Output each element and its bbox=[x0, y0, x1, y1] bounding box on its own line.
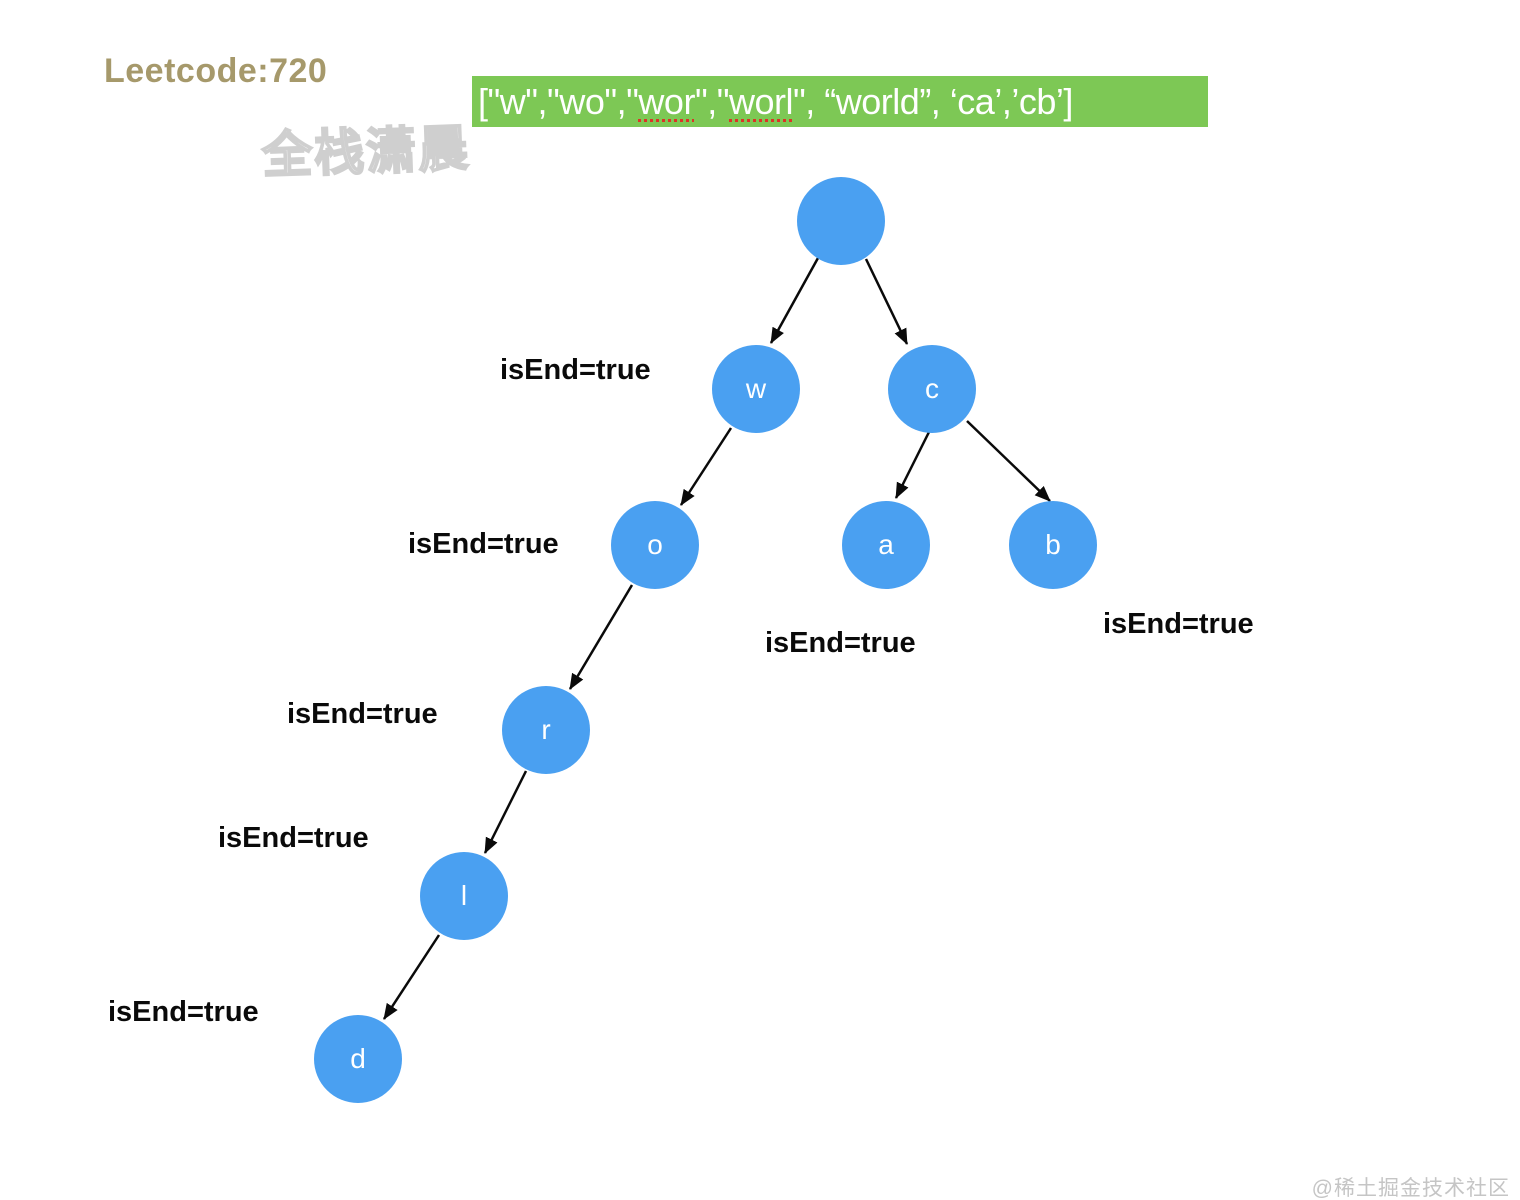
banner-segment: "," bbox=[694, 80, 730, 122]
isend-label-l: isEnd=true bbox=[218, 822, 369, 854]
edge-r-l bbox=[483, 770, 528, 854]
trie-node-w: w bbox=[712, 345, 800, 433]
trie-node-root bbox=[797, 177, 885, 265]
banner-segment: ", “world”, ‘ca’,’cb’] bbox=[793, 80, 1073, 122]
isend-label-b: isEnd=true bbox=[1103, 608, 1254, 640]
banner-segment-misspelled: wor bbox=[638, 80, 695, 122]
watermark-corner: @稀土掘金技术社区 bbox=[1311, 1177, 1510, 1200]
isend-label-a: isEnd=true bbox=[765, 627, 916, 659]
watermark-center: 全栈潇晨 bbox=[260, 119, 472, 184]
edge-root-w bbox=[769, 257, 820, 344]
edge-root-c bbox=[864, 258, 909, 345]
edge-w-o bbox=[679, 427, 733, 506]
trie-node-d: d bbox=[314, 1015, 402, 1103]
trie-node-r: r bbox=[502, 686, 590, 774]
trie-node-b: b bbox=[1009, 501, 1097, 589]
edge-c-b bbox=[966, 420, 1051, 502]
edge-o-r bbox=[568, 584, 634, 690]
trie-node-a: a bbox=[842, 501, 930, 589]
trie-node-o: o bbox=[611, 501, 699, 589]
isend-label-o: isEnd=true bbox=[408, 528, 559, 560]
isend-label-r: isEnd=true bbox=[287, 698, 438, 730]
trie-node-l: l bbox=[420, 852, 508, 940]
isend-label-w: isEnd=true bbox=[500, 354, 651, 386]
trie-node-c: c bbox=[888, 345, 976, 433]
word-array-banner: ["w","wo","wor","worl", “world”, ‘ca’,’c… bbox=[472, 76, 1208, 127]
isend-label-d: isEnd=true bbox=[108, 996, 259, 1028]
banner-segment-misspelled: worl bbox=[729, 80, 794, 122]
edge-l-d bbox=[382, 934, 441, 1020]
page-title: Leetcode:720 bbox=[104, 52, 328, 90]
banner-segment: ["w","wo"," bbox=[478, 80, 639, 122]
